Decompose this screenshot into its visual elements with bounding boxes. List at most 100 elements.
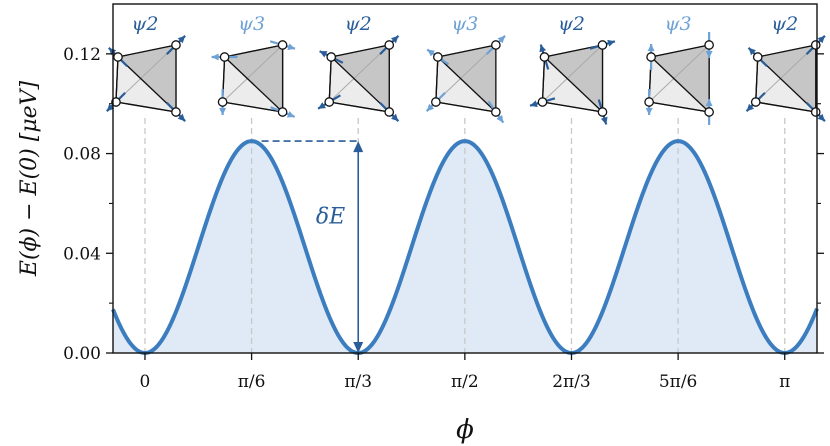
spin-arrow-head-2-1 [390, 35, 399, 44]
spin-site-0-3 [171, 107, 181, 117]
spin-site-2-3 [384, 107, 395, 117]
spin-arrow-head-2-2 [318, 102, 326, 109]
spin-arrow-head-1-0 [211, 53, 219, 61]
curve-layer [111, 139, 819, 355]
spin-arrow-head-5-1 [705, 51, 713, 58]
x-tick-label-4: 2π/3 [552, 372, 591, 392]
spin-site-6-3 [810, 107, 821, 117]
spin-site-4-3 [597, 107, 608, 117]
inset-0: ψ2 [106, 13, 186, 122]
inset-diagonal-0 [117, 56, 177, 113]
inset-shade-6 [757, 45, 816, 112]
spin-arrow-head-1-3 [286, 110, 295, 118]
x-axis-title: ϕ [456, 415, 474, 445]
annotation-layer: δE [261, 140, 364, 353]
spin-site-0-1 [171, 40, 181, 50]
spin-arrow-head-6-3 [817, 113, 825, 122]
spin-arrow-head-5-0 [647, 44, 655, 51]
spin-arrow-head-6-0 [748, 47, 756, 56]
spin-site-6-1 [810, 40, 821, 50]
x-tick-label-0: 0 [140, 372, 151, 392]
spin-site-3-0 [433, 52, 443, 62]
spin-arrow-head-1-1 [287, 43, 296, 51]
x-tick-label-1: π/6 [238, 372, 266, 392]
spin-site-2-2 [324, 97, 335, 107]
inset-back-edge-1 [222, 44, 283, 103]
inset-back-edge-0 [115, 44, 177, 103]
spin-arrow-head-2-3 [390, 113, 399, 122]
spin-arrow-head-3-0 [427, 49, 435, 57]
spin-site-5-1 [704, 40, 714, 50]
inset-label-5: ψ3 [665, 13, 692, 35]
y-tick-label-3: 0.12 [63, 45, 101, 65]
spin-arrow-head-2-0 [319, 51, 328, 58]
spin-site-4-0 [539, 52, 550, 62]
inset-back-edge-2 [328, 44, 390, 103]
inset-back-edge-4 [542, 44, 603, 103]
x-tick-label-5: 5π/6 [659, 372, 698, 392]
y-axis-title: E(ϕ) − E(0) [μeV] [17, 80, 42, 277]
spin-site-1-3 [277, 107, 288, 117]
spin-site-2-1 [384, 40, 395, 50]
inset-label-2: ψ2 [345, 13, 372, 35]
inset-shade-0 [117, 45, 176, 112]
inset-shade-3 [437, 45, 496, 112]
spin-arrow-head-6-1 [817, 35, 825, 44]
inset-diagonal-5 [650, 56, 710, 113]
spin-arrow-head-4-0 [539, 44, 547, 53]
y-tick-label-1: 0.04 [63, 244, 101, 264]
spin-site-3-2 [431, 97, 441, 107]
spin-site-1-0 [219, 52, 230, 62]
delta-e-label: δE [316, 204, 345, 229]
spin-site-2-0 [326, 52, 337, 62]
spin-arrow-head-0-2 [106, 103, 115, 112]
inset-back-edge-6 [755, 44, 817, 103]
spin-arrow-head-5-2 [645, 108, 653, 115]
inset-label-4: ψ2 [558, 13, 585, 35]
x-tick-label-2: π/3 [344, 372, 372, 392]
inset-4: ψ2 [529, 13, 616, 125]
spin-site-1-1 [277, 40, 288, 50]
spin-arrow-head-5-3 [705, 99, 713, 106]
inset-label-0: ψ2 [131, 13, 158, 35]
spin-arrow-head-6-2 [746, 103, 754, 112]
spin-arrow-head-4-2 [530, 100, 538, 108]
inset-shade-4 [544, 45, 603, 112]
inset-layer: ψ2 ψ3 ψ2 ψ3 ψ2 ψ3 ψ2 [106, 13, 826, 125]
y-tick-label-0: 0.00 [63, 344, 101, 364]
spin-arrow-head-0-3 [177, 113, 186, 122]
inset-3: ψ3 [425, 13, 506, 124]
inset-label-3: ψ3 [451, 13, 478, 35]
inset-shade-2 [331, 45, 390, 112]
spin-site-1-2 [217, 97, 228, 107]
delta-e-arrow-head-bottom [353, 342, 364, 353]
inset-diagonal-4 [544, 56, 603, 113]
spin-site-0-0 [113, 52, 123, 62]
inset-back-edge-5 [648, 44, 710, 103]
inset-2: ψ2 [317, 13, 400, 122]
spin-site-5-0 [646, 52, 656, 62]
x-tick-label-3: π/2 [451, 372, 479, 392]
spin-site-3-3 [491, 107, 501, 117]
spin-arrow-head-3-1 [497, 35, 506, 44]
spin-site-4-1 [597, 40, 608, 50]
spin-site-5-2 [644, 97, 654, 107]
inset-1: ψ3 [211, 13, 296, 118]
delta-e-arrow-head-top [353, 141, 364, 153]
area-fill-path [113, 141, 817, 353]
spin-site-6-2 [750, 97, 761, 107]
inset-back-edge-3 [435, 44, 497, 103]
inset-diagonal-6 [757, 56, 817, 113]
inset-label-6: ψ2 [771, 13, 798, 35]
spin-site-3-1 [491, 40, 501, 50]
spin-site-0-2 [111, 97, 121, 107]
spin-arrow-head-3-2 [426, 103, 435, 112]
inset-6: ψ2 [745, 13, 826, 122]
inset-diagonal-2 [330, 56, 390, 113]
inset-shade-1 [224, 45, 283, 112]
spin-arrow-head-3-3 [496, 114, 504, 123]
spin-site-4-2 [537, 97, 548, 107]
spin-arrow-head-0-1 [177, 35, 186, 44]
